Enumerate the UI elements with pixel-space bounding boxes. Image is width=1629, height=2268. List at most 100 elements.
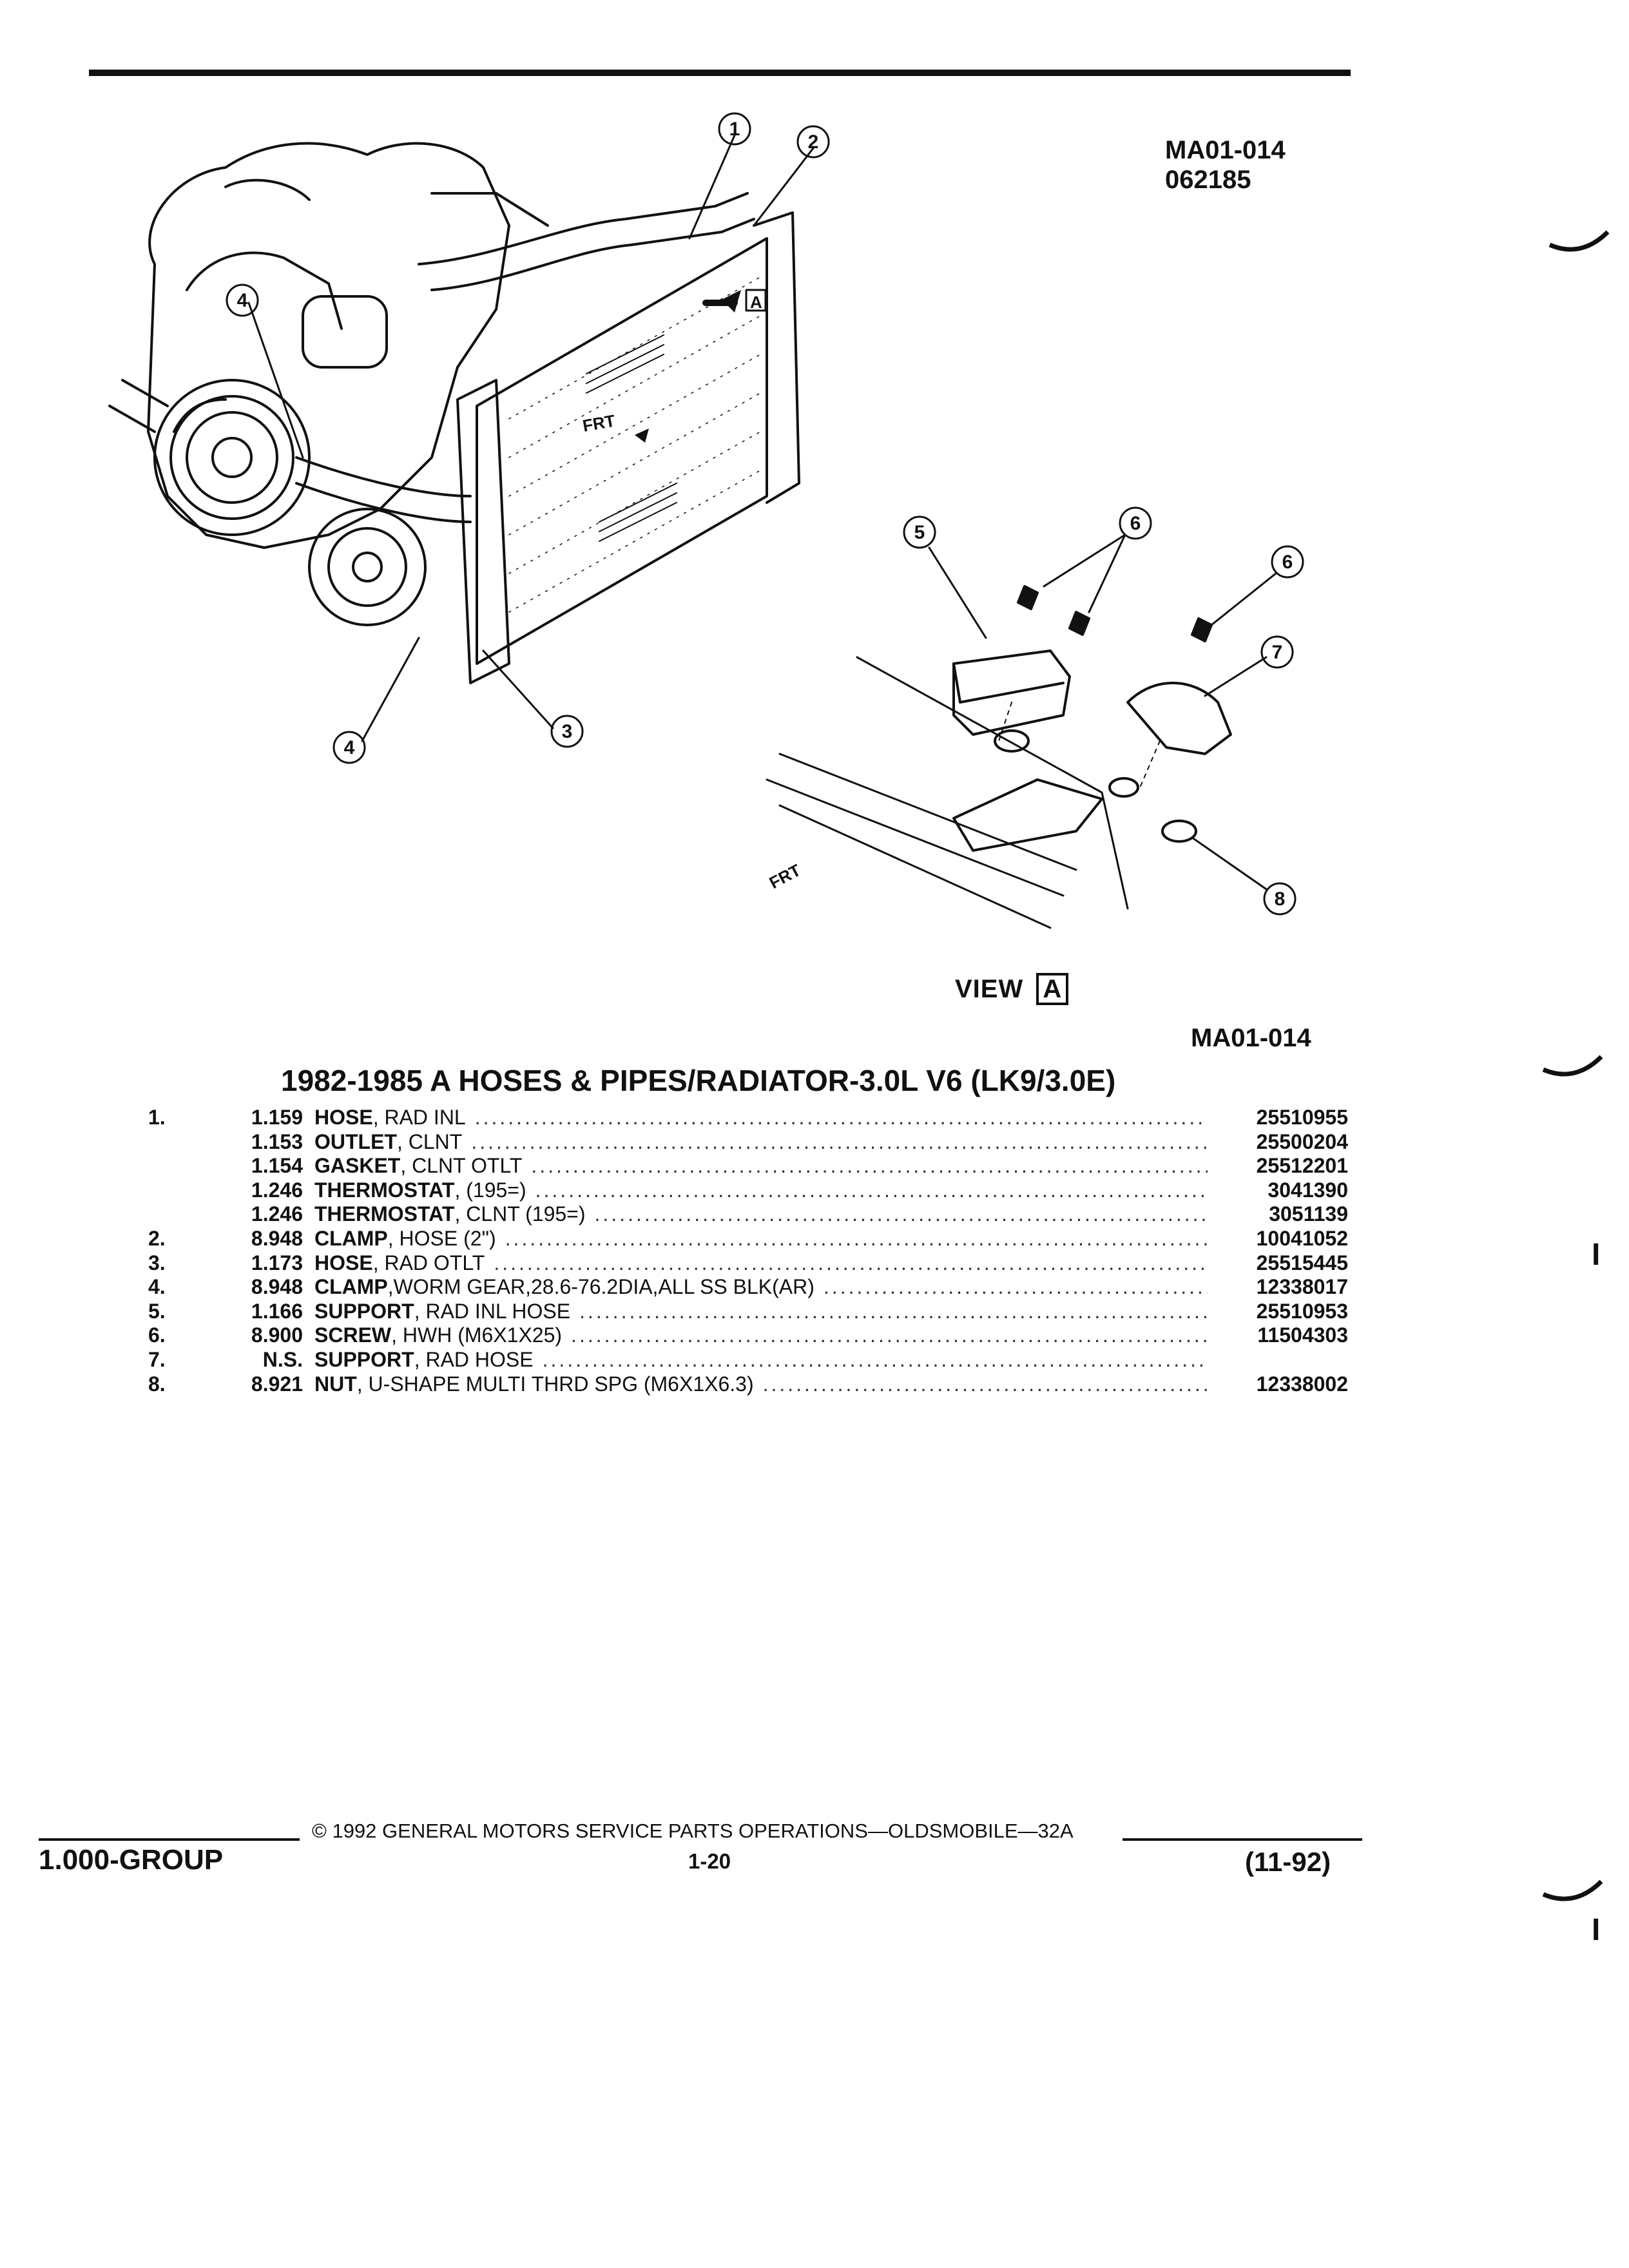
part-description: CLAMP ,WORM GEAR,28.6-76.2DIA,ALL SS BLK… (314, 1275, 1208, 1300)
part-detail: , HOSE (2") (387, 1226, 496, 1250)
part-number: 25515445 (1256, 1251, 1348, 1274)
leader-dots: ........................................… (494, 1251, 1208, 1274)
callout-4-lower: 4 (344, 737, 355, 758)
group-code: 8.921 (251, 1372, 303, 1396)
part-detail: , RAD INL HOSE (414, 1299, 571, 1323)
frt-label-engine: FRT (581, 411, 617, 436)
part-number: 11504303 (1257, 1323, 1348, 1347)
group-code: 1.153 (251, 1129, 303, 1153)
item-number: 7. (148, 1347, 166, 1371)
footer-rule-left (39, 1838, 300, 1841)
leader-dots: ........................................… (594, 1202, 1208, 1226)
part-number: 12338017 (1256, 1275, 1348, 1299)
item-number: 6. (148, 1323, 166, 1347)
figure-date: 062185 (1165, 166, 1251, 194)
view-a-label: VIEW A (955, 973, 1069, 1005)
section-title: 1982-1985 A HOSES & PIPES/RADIATOR-3.0L … (281, 1064, 1116, 1097)
group-code: 1.166 (251, 1299, 303, 1323)
part-description: SUPPORT, RAD HOSE.......................… (314, 1348, 1208, 1372)
part-name: HOSE (314, 1251, 373, 1274)
figure-number-bottom: MA01-014 (1191, 1024, 1311, 1052)
revision-date: (11-92) (1245, 1847, 1331, 1877)
margin-mark: I (1592, 1238, 1601, 1272)
part-number: 10041052 (1256, 1226, 1348, 1250)
frt-arrow-icon (635, 428, 649, 443)
item-number: 8. (148, 1372, 166, 1396)
group-code: 1.173 (251, 1251, 303, 1274)
binder-hole-mark (1548, 230, 1610, 252)
frt-label-view-a: FRT (766, 860, 804, 892)
part-number: 25510953 (1256, 1299, 1348, 1323)
part-detail: , CLNT (396, 1129, 463, 1153)
group-code: 1.246 (251, 1178, 303, 1202)
callout-2: 2 (808, 131, 819, 153)
leader-dots: ........................................… (474, 1106, 1208, 1129)
leader-dots: ........................................… (823, 1275, 1208, 1299)
part-number: 25512201 (1256, 1154, 1348, 1178)
parts-row: 8. 8.921 NUT, U-SHAPE MULTI THRD SPG (M6X1… (148, 1372, 1348, 1397)
item-number: 2. (148, 1226, 166, 1250)
part-number: 3041390 (1268, 1178, 1348, 1202)
leader-dots: ........................................… (535, 1178, 1208, 1202)
figure-reference: MA01-014 062185 (1165, 135, 1286, 195)
radiator-drawing (456, 211, 800, 684)
part-number: 25510955 (1256, 1106, 1348, 1129)
group-code: 8.900 (251, 1323, 303, 1347)
callout-leaders (247, 134, 1277, 890)
part-detail: , RAD OTLT (372, 1251, 485, 1274)
part-name: NUT (314, 1372, 357, 1396)
copyright-line: © 1992 GENERAL MOTORS SERVICE PARTS OPER… (312, 1820, 1074, 1842)
engine-drawing (108, 142, 549, 626)
part-description: HOSE, RAD INL...........................… (314, 1106, 1208, 1130)
part-number: 25500204 (1256, 1129, 1348, 1153)
part-name: THERMOSTAT (314, 1178, 455, 1202)
parts-row: 1.246 THERMOSTAT, (195=).................… (148, 1178, 1348, 1203)
leader-dots: ........................................… (579, 1299, 1208, 1323)
top-rule (89, 70, 1351, 76)
callout-6-right: 6 (1282, 552, 1293, 573)
part-description: THERMOSTAT, CLNT (195=).................… (314, 1202, 1208, 1227)
page-number: 1-20 (688, 1849, 731, 1873)
parts-row: 1.153 OUTLET, CLNT.......................… (148, 1130, 1348, 1155)
part-detail: , (195=) (454, 1178, 526, 1202)
part-number: 3051139 (1269, 1202, 1348, 1226)
part-description: OUTLET, CLNT............................… (314, 1130, 1208, 1155)
part-description: NUT, U-SHAPE MULTI THRD SPG (M6X1X6.3)..… (314, 1372, 1208, 1397)
binder-hole-mark (1542, 1055, 1603, 1077)
exploded-view-illustration: FRT A FRT (108, 112, 1304, 929)
callout-3: 3 (562, 721, 573, 742)
figure-number: MA01-014 (1165, 136, 1286, 164)
item-number: 1. (148, 1106, 166, 1129)
callout-6-left: 6 (1130, 513, 1141, 534)
group-code: 8.948 (251, 1275, 303, 1299)
part-name: THERMOSTAT (314, 1202, 455, 1226)
binder-hole-mark (1542, 1879, 1603, 1901)
part-detail: , CLNT OTLT (400, 1154, 523, 1178)
leader-dots: ........................................… (542, 1347, 1208, 1371)
part-name: HOSE (314, 1106, 373, 1129)
leader-dots: ........................................… (531, 1154, 1208, 1178)
view-a-drawing (766, 585, 1232, 929)
group-code: 1.246 (251, 1202, 303, 1226)
parts-row: 1.246 THERMOSTAT, CLNT (195=)............… (148, 1202, 1348, 1227)
callout-circles: 1 2 3 4 4 5 6 6 7 8 (226, 112, 1304, 916)
svg-text:A: A (750, 293, 762, 312)
part-detail: , RAD INL (372, 1106, 466, 1129)
part-name: SUPPORT (314, 1299, 414, 1323)
part-name: SUPPORT (314, 1347, 414, 1371)
margin-mark: I (1592, 1913, 1601, 1947)
part-name: OUTLET (314, 1129, 397, 1153)
group-code: 1.154 (251, 1154, 303, 1178)
part-number: 12338002 (1256, 1372, 1348, 1396)
part-description: THERMOSTAT, (195=)......................… (314, 1178, 1208, 1203)
part-name: SCREW (314, 1323, 392, 1347)
parts-row: 7.N.S.SUPPORT, RAD HOSE.................… (148, 1348, 1348, 1372)
upper-hose-drawing (418, 192, 755, 291)
part-description: CLAMP, HOSE (2")........................… (314, 1227, 1208, 1251)
